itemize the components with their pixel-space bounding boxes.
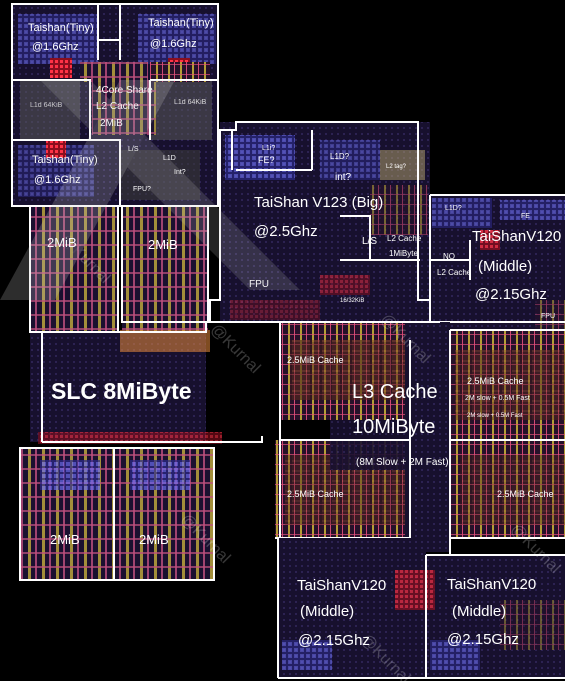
- middle-bottom-1-freq: @2.15Ghz: [298, 632, 370, 649]
- slc-block-2: 2MiB: [148, 237, 178, 252]
- big-core-int: int?: [335, 172, 352, 183]
- slc-block-3: 2MiB: [50, 532, 80, 547]
- slc-title: SLC 8MiByte: [51, 378, 192, 404]
- l2-label-line2: L2 Cache: [96, 101, 139, 112]
- l3-slice-note2: 2M slow + 0.5M Fast: [467, 413, 523, 419]
- tiny-core-1-name: Taishan(Tiny): [28, 22, 94, 34]
- l3-slice-4: 2.5MiB Cache: [497, 489, 554, 499]
- middle-bottom-2-name: TaiShanV120: [447, 576, 536, 593]
- l1-left-label: L1d 64KiB: [30, 102, 63, 109]
- middle-right-fe: FE: [521, 213, 530, 220]
- big-core-ls: L/S: [362, 236, 377, 247]
- middle-right-fpu: FPU: [541, 313, 555, 320]
- middle-bottom-1-name: TaiShanV120: [297, 577, 386, 594]
- big-core-fe: FE?: [258, 155, 275, 165]
- tiny-core-3-freq: @1.6Ghz: [34, 174, 81, 186]
- middle-right-freq: @2.15Ghz: [475, 286, 547, 303]
- tiny-core-1-freq: @1.6Ghz: [32, 41, 79, 53]
- fpu-label: FPU?: [133, 186, 151, 193]
- ls-label: L/S: [128, 146, 139, 153]
- middle-right-no: NO: [443, 252, 455, 261]
- middle-right-role: (Middle): [478, 258, 532, 275]
- l3-title-line2: 10MiByte: [352, 416, 435, 438]
- l2-label-line3: 2MiB: [100, 118, 123, 129]
- big-core: L1i? FE? L1D? int? L2 tag? TaiShan V123 …: [209, 121, 431, 323]
- l3-slice-note: 2M slow + 0.5M Fast: [465, 395, 530, 402]
- middle-right-l1d: L1D?: [445, 205, 462, 212]
- l3-slice-2: 2.5MiB Cache: [467, 376, 524, 386]
- middle-bottom-2-freq: @2.15Ghz: [447, 631, 519, 648]
- middle-right-name: TaiShanV120: [472, 228, 561, 245]
- middle-bottom-1-role: (Middle): [300, 603, 354, 620]
- middle-core-right: L1D? FE TaiShanV120 NO L2 Cache (Middle)…: [429, 194, 565, 335]
- tiny-core-3-name: Taishan(Tiny): [32, 154, 98, 166]
- big-core-l2-line2: 1MiByte: [389, 249, 418, 258]
- tiny-core-2-name: Taishan(Tiny): [148, 17, 214, 29]
- little-core-cluster: Taishan(Tiny) @1.6Ghz Taishan(Tiny) @1.6…: [11, 3, 219, 207]
- big-core-name: TaiShan V123 (Big): [254, 194, 383, 211]
- l3-title-line1: L3 Cache: [352, 381, 438, 403]
- slc-region: 2MiB 2MiB SLC 8MiByte 2MiB 2MiB: [19, 205, 263, 581]
- big-core-fpu: FPU: [249, 279, 269, 290]
- l1d-label: L1D: [163, 155, 176, 162]
- slc-block-1: 2MiB: [47, 235, 77, 250]
- l2-label-line1: 4Core Share: [96, 85, 153, 96]
- watermark-text-2: @Kurnal: [207, 321, 263, 377]
- slc-block-4: 2MiB: [139, 532, 169, 547]
- int-label: Int?: [174, 169, 186, 176]
- middle-right-l2: L2 Cache: [437, 268, 472, 277]
- l3-slice-3: 2.5MiB Cache: [287, 489, 344, 499]
- l3-detail: (8M Slow + 2M Fast): [356, 457, 449, 468]
- l1-right-label: L1d 64KiB: [174, 99, 207, 106]
- big-core-l1d: L1D?: [330, 152, 350, 161]
- l3-slice-1: 2.5MiB Cache: [287, 355, 344, 365]
- middle-bottom-2-role: (Middle): [452, 603, 506, 620]
- big-core-l2-line1: L2 Cache: [387, 234, 422, 243]
- big-core-freq: @2.5Ghz: [254, 223, 318, 240]
- l3-cache-region: 2.5MiB Cache L3 Cache 2.5MiB Cache 2M sl…: [275, 321, 565, 560]
- middle-cores-bottom: TaiShanV120 (Middle) @2.15Ghz TaiShanV12…: [277, 538, 565, 679]
- big-core-l2-tag: L2 tag?: [386, 164, 407, 170]
- tiny-core-2-freq: @1.6Ghz: [150, 38, 197, 50]
- big-core-small-block: 16/32KiB: [340, 298, 364, 304]
- big-core-l1i: L1i?: [262, 145, 275, 152]
